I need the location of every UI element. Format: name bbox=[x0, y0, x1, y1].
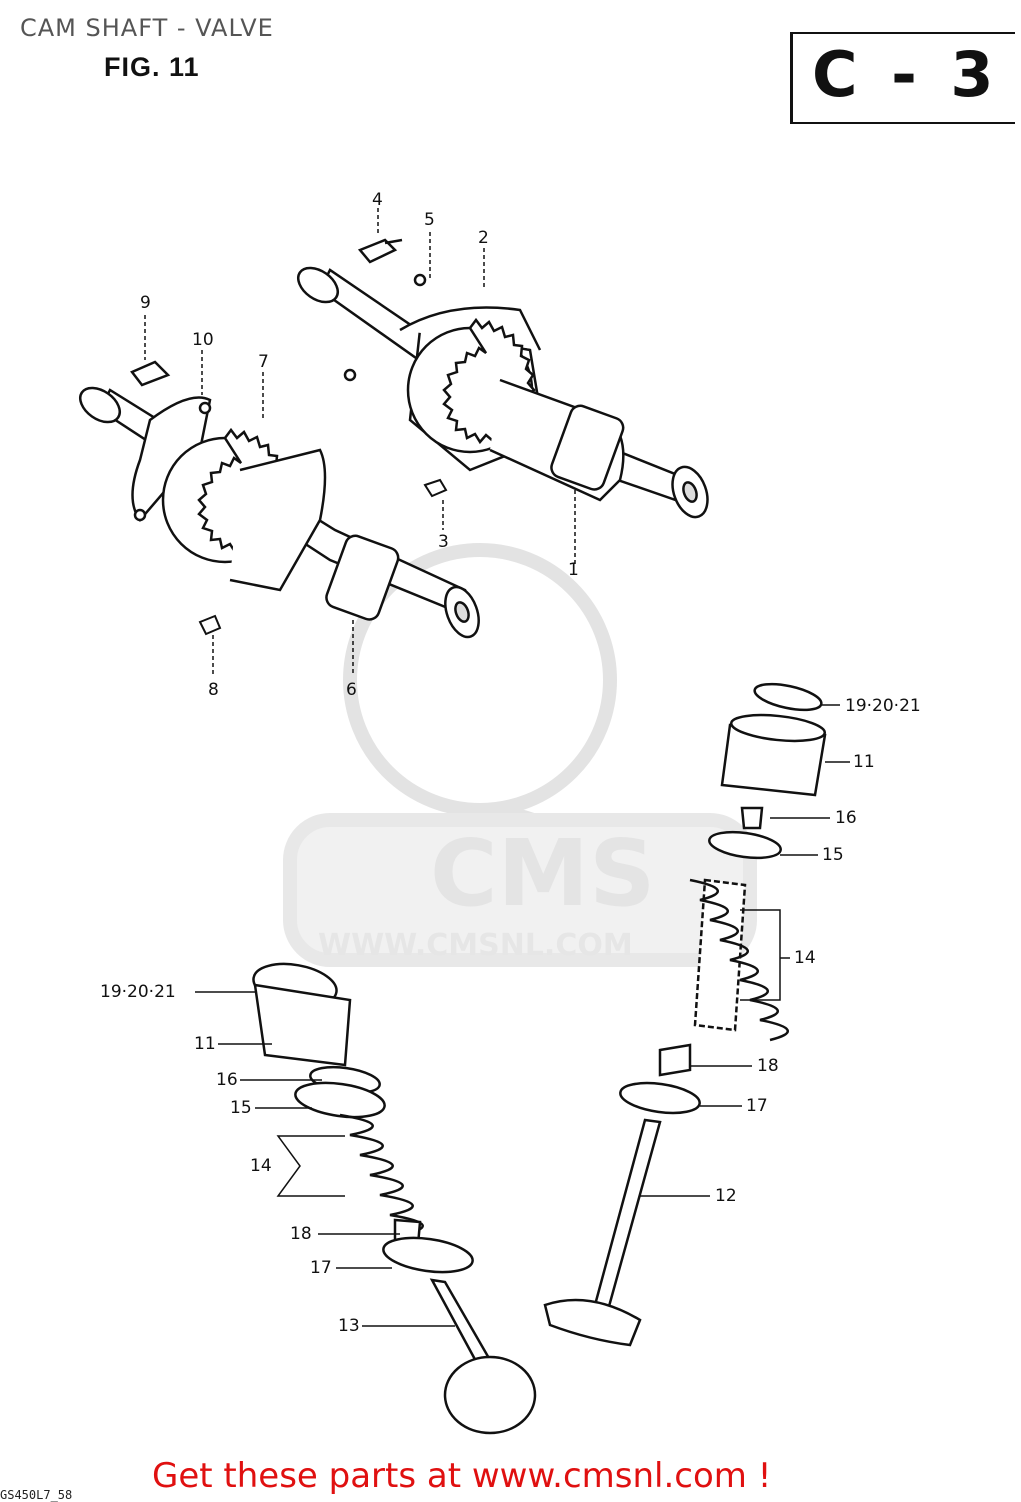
callout-19-20-21-right: 19·20·21 bbox=[845, 696, 921, 716]
callout-15-right: 15 bbox=[822, 845, 844, 865]
callout-8: 8 bbox=[208, 680, 219, 700]
callout-6: 6 bbox=[346, 680, 357, 700]
section-code: C - 3 bbox=[812, 38, 1000, 111]
callout-16-right: 16 bbox=[835, 808, 857, 828]
figure-label: FIG. 11 bbox=[104, 52, 200, 82]
callout-2: 2 bbox=[478, 228, 489, 248]
callout-17-right: 17 bbox=[746, 1096, 768, 1116]
callout-11-right: 11 bbox=[853, 752, 875, 772]
section-code-box bbox=[790, 32, 1015, 124]
camshaft-intake bbox=[79, 360, 480, 639]
callout-3: 3 bbox=[438, 532, 449, 552]
callout-18-left: 18 bbox=[290, 1224, 312, 1244]
callout-10: 10 bbox=[192, 330, 214, 350]
valve-assembly-left bbox=[252, 962, 537, 1435]
watermark-brand: CMS bbox=[430, 820, 655, 927]
page-reference: GS450L7_58 bbox=[0, 1488, 73, 1502]
callout-12: 12 bbox=[715, 1186, 737, 1206]
callout-19-20-21-left: 19·20·21 bbox=[100, 982, 176, 1002]
callout-13: 13 bbox=[338, 1316, 360, 1336]
watermark-logo bbox=[283, 543, 757, 967]
callout-18-right: 18 bbox=[757, 1056, 779, 1076]
camshaft-exhaust bbox=[297, 238, 709, 519]
callout-9: 9 bbox=[140, 293, 151, 313]
callout-7: 7 bbox=[258, 352, 269, 372]
callout-15-left: 15 bbox=[230, 1098, 252, 1118]
leader-lines bbox=[144, 208, 850, 1327]
watermark-url: WWW.CMSNL.COM bbox=[318, 928, 633, 963]
callout-5: 5 bbox=[424, 210, 435, 230]
page-title: CAM SHAFT - VALVE bbox=[20, 14, 274, 42]
callout-16-left: 16 bbox=[216, 1070, 238, 1090]
callout-4: 4 bbox=[372, 190, 383, 210]
callout-1: 1 bbox=[568, 560, 579, 580]
valve-assembly-right bbox=[543, 682, 827, 1347]
callout-14-right: 14 bbox=[794, 948, 816, 968]
callout-11-left: 11 bbox=[194, 1034, 216, 1054]
callout-14-left: 14 bbox=[250, 1156, 272, 1176]
pin-parts bbox=[198, 478, 448, 636]
footer-cta-link[interactable]: Get these parts at www.cmsnl.com ! bbox=[152, 1456, 772, 1496]
callout-17-left: 17 bbox=[310, 1258, 332, 1278]
